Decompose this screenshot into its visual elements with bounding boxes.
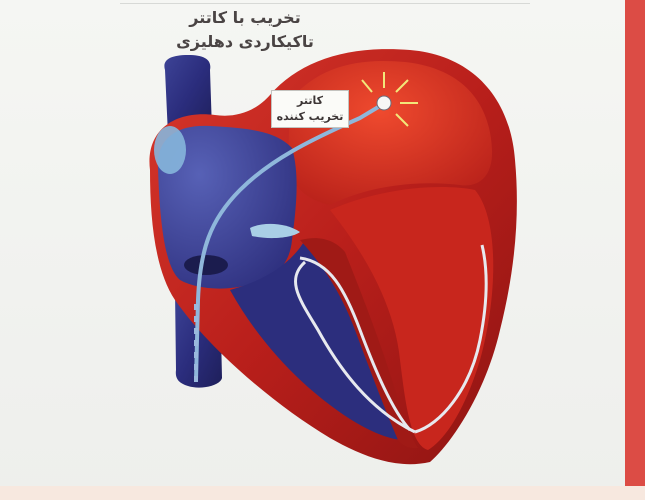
diagram-title: تخریب با کاتتر تاکیکاردی دهلیزی bbox=[156, 6, 334, 54]
ivc-opening bbox=[184, 255, 228, 275]
title-line-2: تاکیکاردی دهلیزی bbox=[156, 30, 334, 54]
svc-opening bbox=[154, 126, 186, 174]
catheter-tip bbox=[377, 96, 391, 110]
callout-line-2: تخریب کننده bbox=[272, 109, 348, 125]
catheter-callout-label: کاتتر تخریب کننده bbox=[271, 90, 349, 128]
title-line-1: تخریب با کاتتر bbox=[156, 6, 334, 30]
callout-line-1: کاتتر bbox=[272, 93, 348, 109]
